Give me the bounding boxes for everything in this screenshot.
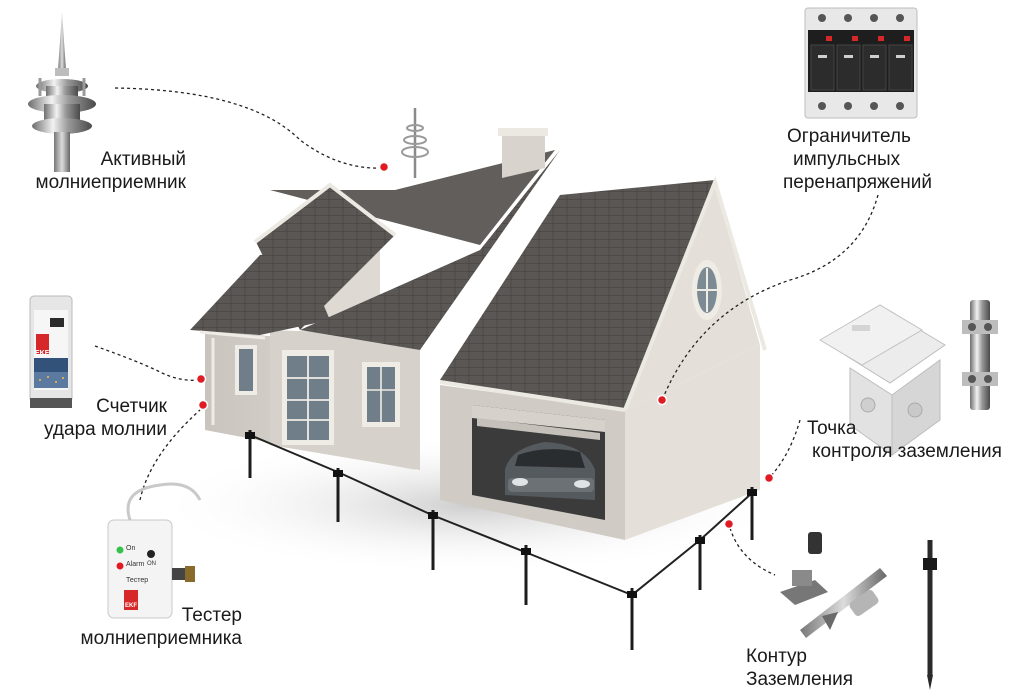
label-grounding-inspection-point: Точка контроля заземления bbox=[807, 418, 1002, 462]
label-active-lightning-rod: Активный молниеприемник bbox=[35, 149, 187, 193]
house bbox=[190, 128, 767, 540]
marker-ground-loop bbox=[723, 518, 735, 530]
marker-active-rod bbox=[378, 161, 390, 173]
marker-counter bbox=[195, 373, 207, 385]
lightning-counter-device bbox=[29, 295, 73, 408]
surge-protective-device bbox=[804, 7, 918, 119]
leader-lines bbox=[94, 87, 879, 576]
tester-brand-label: EKF bbox=[125, 603, 137, 609]
grounding-loop bbox=[245, 430, 757, 650]
active-lightning-rod bbox=[28, 12, 96, 172]
tester-button-label: ON bbox=[147, 561, 156, 567]
chimney bbox=[502, 132, 545, 178]
tester-alarm-label: Alarm bbox=[126, 561, 145, 568]
lightning-rod-tester-device bbox=[107, 482, 202, 619]
main-roof bbox=[300, 150, 560, 350]
marker-spd bbox=[656, 394, 668, 406]
counter-brand-label: EKF bbox=[35, 350, 49, 357]
car bbox=[505, 442, 595, 500]
marker-inspection bbox=[763, 472, 775, 484]
tester-on-label: On bbox=[126, 545, 136, 552]
grounding-inspection-box bbox=[819, 304, 946, 456]
label-lightning-rod-tester: Тестер молниеприемника bbox=[80, 605, 242, 649]
grounding-clamp bbox=[962, 300, 998, 410]
marker-tester bbox=[197, 399, 209, 411]
label-grounding-loop: Контур Заземления bbox=[746, 646, 854, 690]
label-lightning-counter: Счетчик удара молнии bbox=[44, 396, 167, 440]
tester-title-label: Тестер bbox=[126, 577, 149, 584]
grounding-kit bbox=[780, 532, 937, 690]
roof-lightning-rod bbox=[401, 108, 429, 178]
label-surge-protective-device: Ограничитель импульсных перенапряжений bbox=[783, 126, 932, 193]
